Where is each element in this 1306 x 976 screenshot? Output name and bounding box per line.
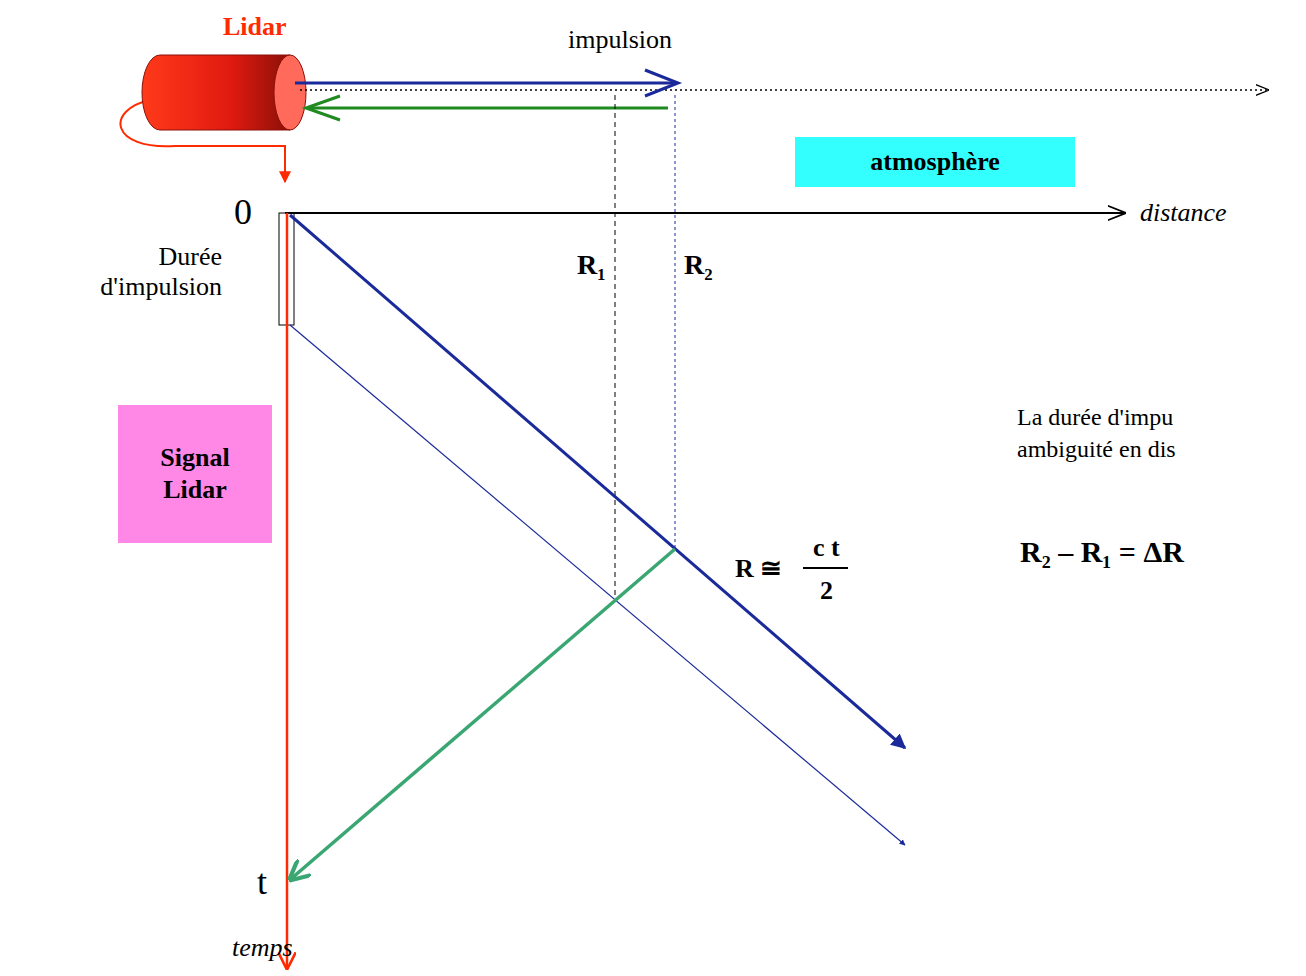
beam-line — [300, 89, 1268, 91]
axis-name: temps — [232, 933, 293, 963]
pulse-duration: Durée d'impulsion — [82, 242, 222, 302]
device-name: Lidar — [223, 12, 287, 42]
r1-guide — [615, 95, 616, 600]
r2-guide — [675, 95, 676, 549]
fraction-bar — [803, 567, 848, 569]
formula-part: R ≅ — [735, 554, 782, 584]
time-axis — [286, 213, 289, 968]
impulse-head — [645, 70, 678, 96]
return-head — [306, 96, 340, 120]
return-line — [292, 549, 675, 878]
note-text: ambiguité en dis — [1017, 436, 1176, 464]
range-label: R₁ — [577, 249, 606, 281]
impulse-label: impulsion — [568, 25, 672, 55]
axis-name: distance — [1140, 198, 1227, 228]
lidar-body — [142, 55, 290, 130]
formula: R₂ – R₁ = ΔR — [1020, 535, 1184, 570]
box-text: atmosphère — [870, 146, 1000, 179]
time-mark: t — [257, 862, 267, 903]
note-text: La durée d'impu — [1017, 404, 1173, 432]
box-text: Signal Lidar — [140, 442, 250, 507]
formula-part: 2 — [820, 576, 833, 606]
pulse-tail-line — [290, 325, 905, 845]
formula-part: c t — [813, 533, 840, 563]
axis-origin: 0 — [234, 192, 252, 233]
pulse-front-line — [290, 215, 905, 748]
impulse-arrow — [295, 82, 676, 85]
return-arrow — [308, 107, 668, 110]
region-box: atmosphère — [795, 137, 1075, 187]
distance-axis — [285, 212, 1124, 214]
signal-box: Signal Lidar — [118, 405, 272, 543]
lidar-face — [274, 55, 306, 130]
range-label: R₂ — [684, 249, 713, 281]
